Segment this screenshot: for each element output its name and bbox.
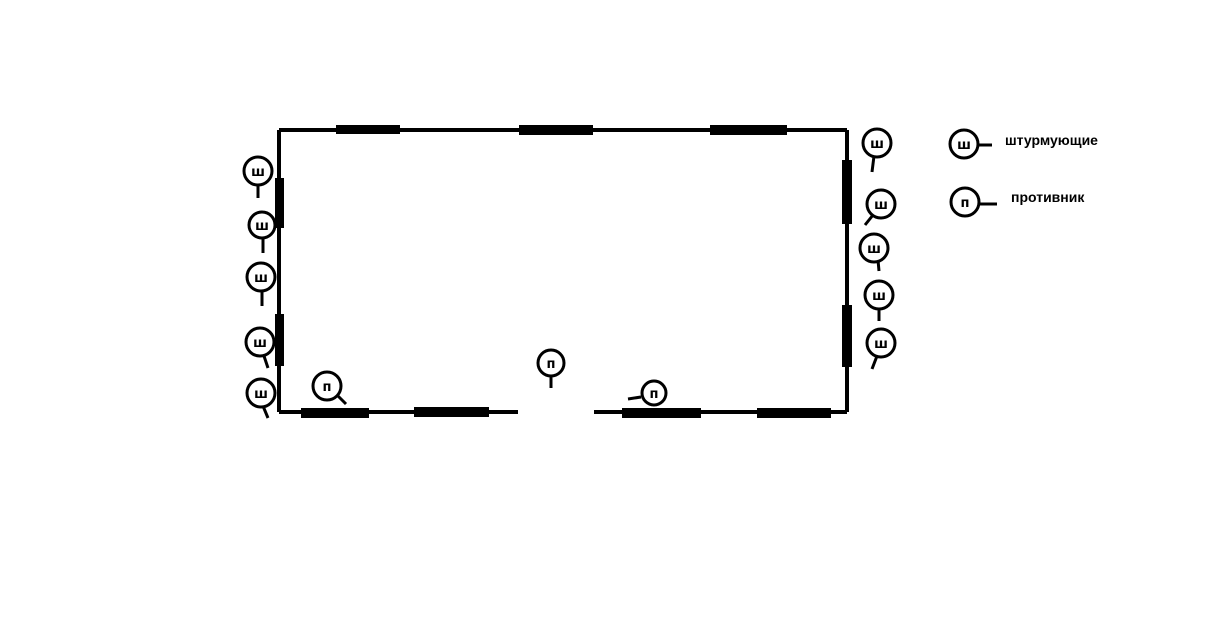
stormer-marker: ш (242, 155, 274, 198)
stormer-letter: ш (870, 137, 884, 152)
legend: ш штурмующие п противник (948, 128, 1098, 218)
window-bottom-4 (757, 408, 831, 418)
stormer-letter: ш (874, 337, 888, 352)
stormer-marker: ш (863, 188, 897, 226)
enemy-marker: п (311, 370, 348, 406)
window-bottom-1 (301, 408, 369, 418)
legend-stormer: ш (948, 128, 992, 160)
stormer-letter: ш (872, 289, 886, 304)
window-top-2 (519, 125, 593, 135)
stormer-letter: ш (253, 336, 267, 351)
windows (275, 125, 852, 418)
stormer-marker: ш (858, 232, 890, 272)
enemies-group: п п п (311, 348, 668, 407)
window-top-3 (710, 125, 787, 135)
window-bottom-2 (414, 407, 489, 417)
stormers-left-group: ш ш ш ш ш (242, 155, 277, 419)
enemy-letter: п (547, 357, 556, 372)
stormer-letter: ш (867, 242, 881, 257)
stormer-marker: ш (865, 327, 897, 370)
stormer-marker: ш (245, 377, 277, 419)
window-left-2 (275, 314, 284, 366)
stormer-marker: ш (244, 326, 276, 369)
stormer-marker: ш (247, 210, 277, 253)
stormer-marker: ш (861, 127, 893, 173)
stormer-letter: ш (254, 271, 268, 286)
stormers-right-group: ш ш ш ш ш (858, 127, 897, 370)
window-right-1 (842, 160, 852, 224)
enemy-marker: п (627, 379, 668, 407)
window-bottom-3 (622, 408, 701, 418)
enemy-marker: п (536, 348, 566, 388)
stormer-marker: ш (245, 261, 277, 306)
stormer-letter: ш (251, 165, 265, 180)
legend-enemy: п (949, 186, 997, 218)
window-right-2 (842, 305, 852, 367)
legend-enemy-label: противник (1011, 189, 1085, 205)
stormer-letter: ш (874, 198, 888, 213)
stormer-letter: ш (255, 219, 269, 234)
window-top-1 (336, 125, 400, 134)
enemy-letter: п (323, 380, 332, 395)
enemy-letter: п (650, 387, 659, 402)
legend-stormer-letter: ш (957, 138, 971, 153)
legend-stormer-label: штурмующие (1005, 132, 1098, 148)
legend-enemy-letter: п (961, 196, 970, 211)
window-left-1 (275, 178, 284, 228)
stormer-marker: ш (863, 279, 895, 321)
stormer-letter: ш (254, 387, 268, 402)
